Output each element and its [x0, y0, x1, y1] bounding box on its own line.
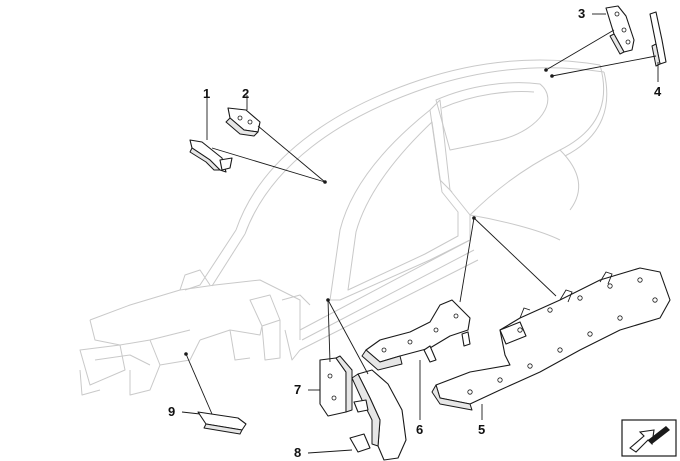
- callout-7: 7: [294, 382, 301, 397]
- callout-9: 9: [168, 404, 175, 419]
- arrow-view-icon: [621, 419, 677, 457]
- part-9-small-bracket: [197, 411, 247, 435]
- callout-labels: 1 2 3 4 5 6 7 8 9: [168, 6, 662, 460]
- callout-4: 4: [654, 84, 662, 99]
- part-8-arch-shield: [349, 369, 407, 461]
- callout-3: 3: [578, 6, 585, 21]
- part-4-rear-strip: [649, 11, 667, 67]
- callout-2: 2: [242, 86, 249, 101]
- callout-8: 8: [294, 445, 301, 460]
- part-5-underbody-panel: [431, 267, 671, 411]
- vehicle-body-outline: [79, 59, 608, 396]
- leader-lines: [181, 13, 659, 454]
- part-2-bracket: [225, 107, 261, 137]
- part-1-pillar-trim: [189, 139, 233, 173]
- part-7-plate: [319, 355, 353, 417]
- part-6-sill-cover: [361, 299, 471, 371]
- callout-1: 1: [203, 86, 210, 101]
- part-3-rear-bracket: [605, 5, 635, 55]
- callout-5: 5: [478, 422, 485, 437]
- callout-6: 6: [416, 422, 423, 437]
